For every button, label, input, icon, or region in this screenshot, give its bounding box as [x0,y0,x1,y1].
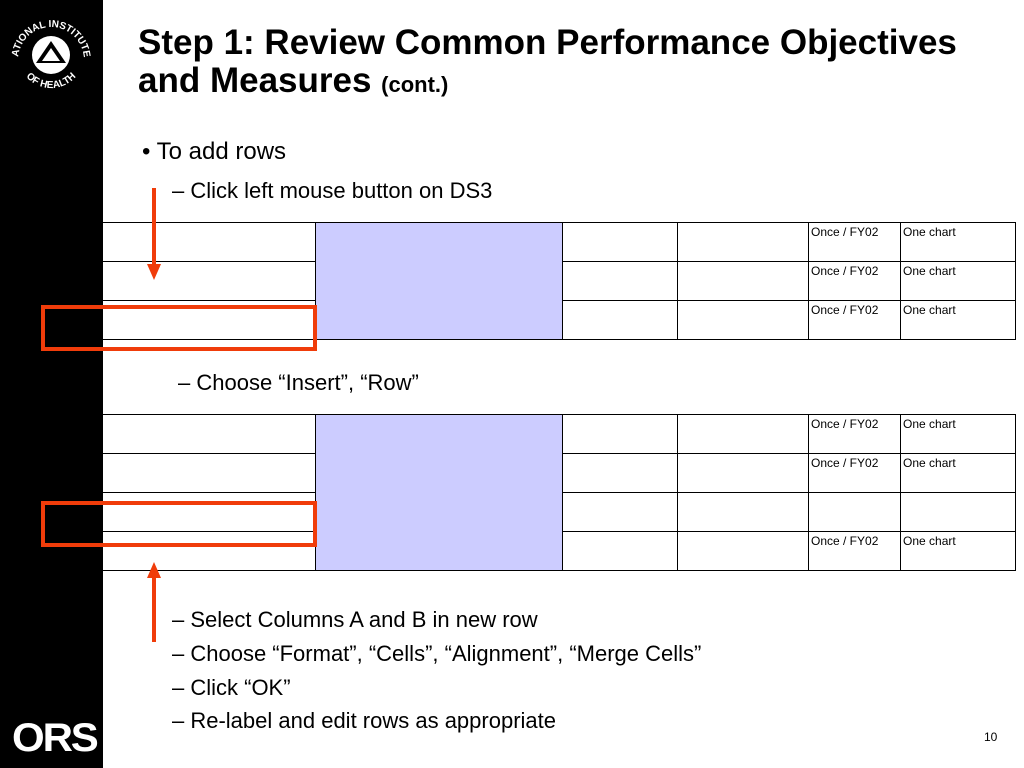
ors-logo: ORS [12,716,99,760]
sidebar: NATIONAL INSTITUTES OF HEALTH ORS [0,0,103,768]
cell-label[interactable]: DS1 [42,414,316,454]
bullet-select-columns: – Select Columns A and B in new row [172,607,538,632]
cell-empty[interactable] [562,531,678,571]
cell-format[interactable]: One chart [900,300,1016,340]
merged-cell[interactable] [315,222,563,340]
page-title: Step 1: Review Common Performance Object… [138,24,998,104]
title-cont: (cont.) [381,72,449,97]
cell-empty[interactable] [562,300,678,340]
arrow-up-icon [147,562,161,642]
bullet-choose-insert: – Choose “Insert”, “Row” [178,370,419,395]
cell-empty[interactable] [677,222,809,262]
page-number: 10 [984,730,998,744]
cell-frequency[interactable]: Once / FY02 [808,222,901,262]
table-row[interactable]: DS2 Once / FY02 One chart [42,261,1016,301]
cell-empty[interactable] [677,261,809,301]
cell-frequency[interactable]: Once / FY02 [808,531,901,571]
bullet-click-left: – Click left mouse button on DS3 [172,178,493,203]
cell-format[interactable]: One chart [900,414,1016,454]
table-row[interactable]: DS1 Once / FY02 One chart [42,222,1016,340]
bullet-click-ok: – Click “OK” [172,675,291,700]
bullet-to-add-rows: • To add rows [142,138,287,165]
cell-label[interactable] [42,492,316,532]
selection-highlight-ds3 [41,305,317,351]
cell-empty[interactable] [677,453,809,493]
cell-empty[interactable] [562,453,678,493]
cell-frequency[interactable]: Once / FY02 [808,300,901,340]
spreadsheet-table-after: DS1 Once / FY02 One chart DS2 Once / FY0… [42,414,1016,571]
cell-empty[interactable] [677,492,809,532]
cell-format[interactable] [900,492,1016,532]
cell-empty[interactable] [562,222,678,262]
cell-empty[interactable] [562,414,678,454]
cell-format[interactable]: One chart [900,222,1016,262]
cell-label[interactable]: DS2 [42,453,316,493]
cell-frequency[interactable]: Once / FY02 [808,414,901,454]
cell-empty[interactable] [677,531,809,571]
table-row-new[interactable] [42,492,1016,532]
bullet-choose-format: – Choose “Format”, “Cells”, “Alignment”,… [172,641,702,666]
merged-cell[interactable] [315,414,563,571]
arrow-down-icon [147,188,161,280]
title-main: Step 1: Review Common Performance Object… [138,23,957,100]
cell-format[interactable]: One chart [900,261,1016,301]
table-row[interactable]: DS3 Once / FY02 One chart [42,300,1016,340]
table-row[interactable]: DS2 Once / FY02 One chart [42,453,1016,493]
cell-empty[interactable] [562,492,678,532]
table-row[interactable]: DS1 Once / FY02 One chart [42,414,1016,571]
spreadsheet-table-before: DS1 Once / FY02 One chart DS2 Once / FY0… [42,222,1016,340]
cell-label[interactable]: DS2 [42,261,316,301]
cell-format[interactable]: One chart [900,531,1016,571]
bullet-relabel: – Re-label and edit rows as appropriate [172,708,557,733]
cell-empty[interactable] [677,414,809,454]
cell-empty[interactable] [677,300,809,340]
cell-frequency[interactable] [808,492,901,532]
selection-highlight-new-row [41,501,317,547]
cell-frequency[interactable]: Once / FY02 [808,261,901,301]
cell-label[interactable]: DS1 [42,222,316,262]
cell-format[interactable]: One chart [900,453,1016,493]
cell-empty[interactable] [562,261,678,301]
cell-frequency[interactable]: Once / FY02 [808,453,901,493]
nih-logo-icon: NATIONAL INSTITUTES OF HEALTH [6,8,92,91]
